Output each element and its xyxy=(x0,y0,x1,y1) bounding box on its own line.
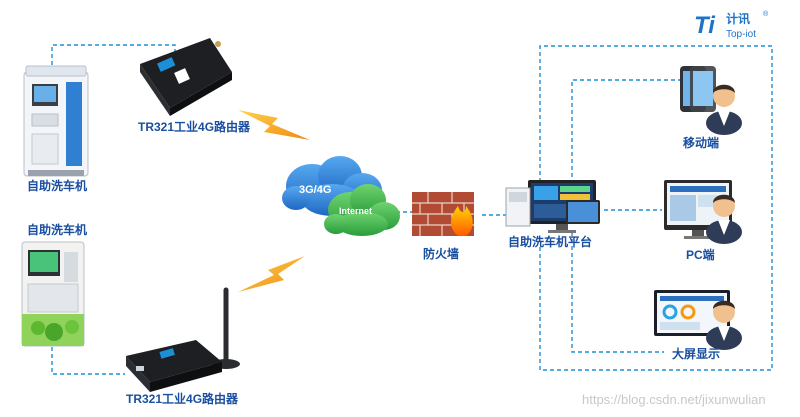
user-avatar-bigscreen xyxy=(706,300,742,350)
brand-logo: Ti 计讯 Top-iot ® xyxy=(694,10,769,40)
platform-label: 自助洗车机平台 xyxy=(508,234,592,249)
platform-screens-icon xyxy=(505,180,600,233)
line-inner-loop xyxy=(571,79,680,198)
firewall-label: 防火墙 xyxy=(423,246,459,261)
lightning-bolt-top xyxy=(238,110,310,140)
line-platform-to-loop xyxy=(539,45,773,371)
pc-label: PC端 xyxy=(686,247,715,262)
cloud-internet xyxy=(324,184,400,236)
router-bottom xyxy=(126,287,240,392)
logo-name-cn: 计讯 xyxy=(726,11,750,26)
pc-terminal-icon xyxy=(664,180,742,244)
logo-registered-mark: ® xyxy=(763,10,769,18)
washer-top-label: 自助洗车机 xyxy=(27,178,87,193)
mobile-terminal-icon xyxy=(680,66,742,135)
router-top xyxy=(140,38,232,116)
user-avatar-mobile xyxy=(706,84,742,135)
cloud-3g4g-label: 3G/4G xyxy=(299,184,331,196)
user-avatar-pc xyxy=(706,194,742,244)
line-washer-top-to-router-top xyxy=(51,44,176,72)
logo-name-en: Top-iot xyxy=(726,29,756,40)
router-bottom-label: TR321工业4G路由器 xyxy=(126,391,239,406)
car-wash-machine-top xyxy=(23,65,89,177)
firewall-icon xyxy=(412,192,474,236)
washer-bottom-label: 自助洗车机 xyxy=(27,222,87,237)
big-screen-display-icon xyxy=(654,290,742,350)
cloud-internet-label: Internet xyxy=(339,206,372,216)
lightning-bolt-bottom xyxy=(238,256,305,292)
line-inner-loop-bottom xyxy=(571,232,664,353)
bigscreen-label: 大屏显示 xyxy=(672,346,720,361)
router-top-label: TR321工业4G路由器 xyxy=(138,119,251,134)
logo-mark: Ti xyxy=(694,12,716,39)
line-washer-bottom-to-router-bottom xyxy=(51,347,125,375)
mobile-label: 移动端 xyxy=(683,135,719,150)
watermark-url: https://blog.csdn.net/jixunwulian xyxy=(582,392,766,407)
car-wash-machine-bottom xyxy=(21,241,85,347)
